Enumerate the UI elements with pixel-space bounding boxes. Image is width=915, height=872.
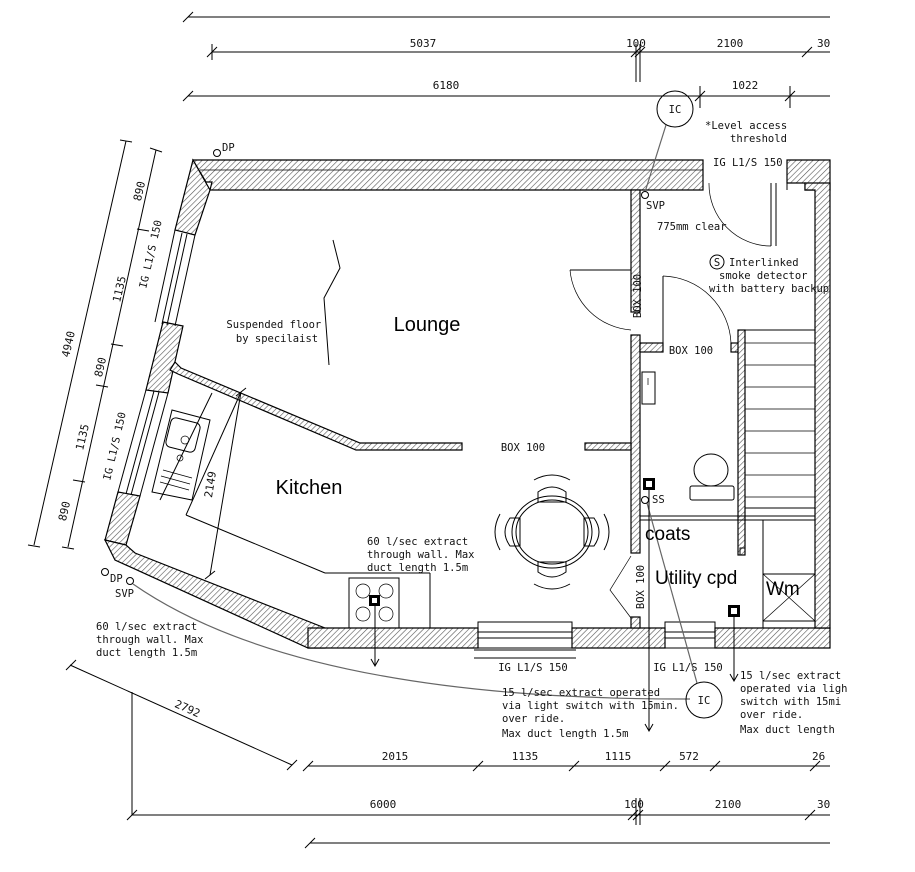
dim-left-total: 4940 (59, 330, 78, 359)
drainage: IC SVP DP DP SVP IC SS (101, 90, 723, 719)
sink (151, 409, 211, 501)
note-extract-right: 15 l/sec extract operated via ligh switc… (740, 670, 854, 736)
dim-bot-1: 2015 (382, 750, 409, 763)
dining-table (494, 474, 610, 590)
internal-walls (169, 189, 815, 629)
window-label-left-2: IG L1/S 150 (101, 411, 128, 481)
dim-kitchen: 2149 (202, 470, 219, 498)
dim-left-4: 1135 (73, 423, 92, 452)
window-left-lower (117, 389, 169, 497)
svp-bottom-label: SVP (115, 588, 134, 600)
dim-bot-9: 30 (817, 798, 830, 811)
box-label-hall: BOX 100 (669, 345, 713, 357)
note-extract-kitchen: 60 l/sec extract through wall. Max duct … (367, 536, 481, 574)
smoke-detector: S (709, 254, 725, 270)
window-bottom-1 (474, 621, 576, 659)
stairs (739, 329, 816, 556)
dim-top-6: 1022 (732, 79, 759, 92)
box-label-vertical-2: BOX 100 (635, 565, 647, 609)
note-clear-width: 775mm clear (657, 221, 727, 233)
note-level-access: *Level access threshold (705, 120, 794, 145)
note-suspended-floor: Suspended floor by specilaist (226, 319, 327, 345)
ic-bottom (685, 681, 723, 719)
bottom-dimensions: 2015 1135 1115 572 26 6000 100 2100 30 (126, 750, 830, 849)
dim-top-3: 2100 (717, 37, 744, 50)
smoke-detector-icon: S (714, 257, 720, 269)
dim-bot-6: 6000 (370, 798, 397, 811)
dim-left-2: 1135 (110, 275, 129, 304)
ic-top-label: IC (669, 104, 682, 116)
dim-bot-4: 572 (679, 750, 699, 763)
floor-break-symbol (323, 239, 341, 366)
window-label-top: IG L1/S 150 (713, 157, 783, 169)
ic-top (656, 90, 694, 128)
svp-top (641, 191, 649, 199)
room-utility: Utility cpd (655, 568, 737, 589)
ic-bottom-label: IC (698, 695, 711, 707)
dim-top-2: 100 (626, 37, 646, 50)
window-label-bottom-1: IG L1/S 150 (498, 662, 568, 674)
dp-top (213, 149, 221, 157)
front-door: IG L1/S 150 (702, 157, 788, 247)
dim-top-5: 6180 (433, 79, 460, 92)
extract-fans (643, 478, 740, 733)
dim-left-1: 890 (131, 180, 148, 202)
ss (641, 496, 649, 504)
box-label-vertical-1: BOX 100 (632, 274, 644, 318)
washing-machine (762, 573, 816, 622)
svp-bottom (126, 577, 134, 585)
dim-bottom-diag: 2792 (173, 697, 202, 720)
left-dimensions: 890 1135 890 1135 890 4940 IG L1/S 150 I… (27, 139, 165, 550)
dim-bot-7: 100 (624, 798, 644, 811)
internal-doors (569, 269, 732, 619)
kitchen-fittings: 2149 (151, 387, 431, 668)
svp-top-label: SVP (646, 200, 665, 212)
room-kitchen: Kitchen (276, 477, 343, 499)
dim-bot-8: 2100 (715, 798, 742, 811)
room-coats: coats (645, 524, 690, 545)
dp-bottom-label: DP (110, 573, 123, 585)
dim-left-3: 890 (92, 356, 109, 378)
note-extract-left: 60 l/sec extract through wall. Max duct … (96, 621, 210, 659)
room-lounge: Lounge (394, 314, 461, 336)
wc-fixtures (641, 371, 735, 501)
note-smoke-detector: Interlinked smoke detector with battery … (709, 257, 829, 295)
window-bottom-2 (664, 621, 716, 649)
dp-bottom (101, 568, 109, 576)
bottom-diag-dimension: 2792 (65, 659, 298, 815)
window-label-bottom-2: IG L1/S 150 (653, 662, 723, 674)
dp-top-label: DP (222, 142, 235, 154)
dim-top-4: 30 (817, 37, 830, 50)
note-extract-wc: 15 l/sec extract operated via light swit… (502, 687, 685, 740)
window-left-upper (154, 229, 196, 327)
dim-bot-5: 26 (812, 750, 825, 763)
ss-label: SS (652, 494, 665, 506)
dim-left-5: 890 (56, 500, 73, 522)
external-walls (103, 158, 831, 649)
windows: IG L1/S 150 IG L1/S 150 (117, 229, 723, 674)
top-dimensions: 5037 100 2100 30 6180 1022 (182, 11, 830, 108)
dim-top-1: 5037 (410, 37, 437, 50)
hob (348, 577, 400, 668)
dim-bot-3: 1115 (605, 750, 632, 763)
room-wm: Wm (766, 579, 800, 600)
dim-bot-2: 1135 (512, 750, 539, 763)
box-label-lounge: BOX 100 (501, 442, 545, 454)
